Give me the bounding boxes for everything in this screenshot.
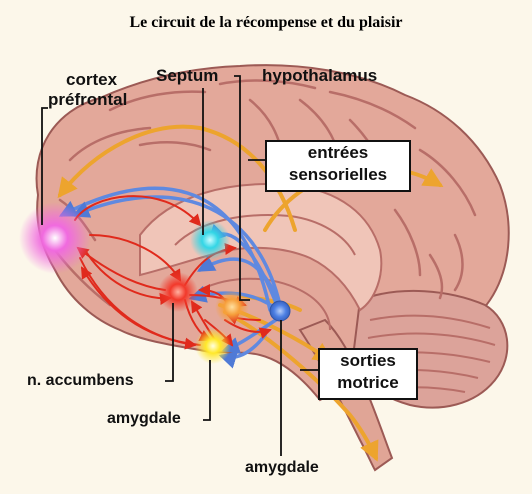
amygdale-left-leader	[203, 360, 210, 420]
label-septum: Septum	[156, 66, 218, 86]
label-amygdale-left: amygdale	[107, 410, 181, 428]
label-hypothalamus: hypothalamus	[262, 66, 377, 86]
accumbens-region	[158, 272, 198, 312]
label-cortex-line2: préfrontal	[48, 90, 127, 110]
label-cortex-line1: cortex	[66, 70, 117, 90]
amygdala-blue-region	[270, 301, 290, 321]
cortex-prefrontal-region	[19, 202, 91, 274]
entrees-sensorielles-box: entrées sensorielles	[265, 140, 411, 192]
label-n-accumbens: n. accumbens	[27, 372, 134, 390]
amygdala-region	[195, 328, 231, 364]
entrees-line1: entrées	[267, 142, 409, 164]
hypothalamus-region	[215, 290, 249, 324]
sorties-motrice-box: sorties motrice	[318, 348, 418, 400]
sorties-line1: sorties	[320, 350, 416, 372]
septum-region	[190, 220, 230, 260]
entrees-line2: sensorielles	[267, 164, 409, 186]
label-amygdale-bottom: amygdale	[245, 459, 319, 477]
sorties-line2: motrice	[320, 372, 416, 394]
